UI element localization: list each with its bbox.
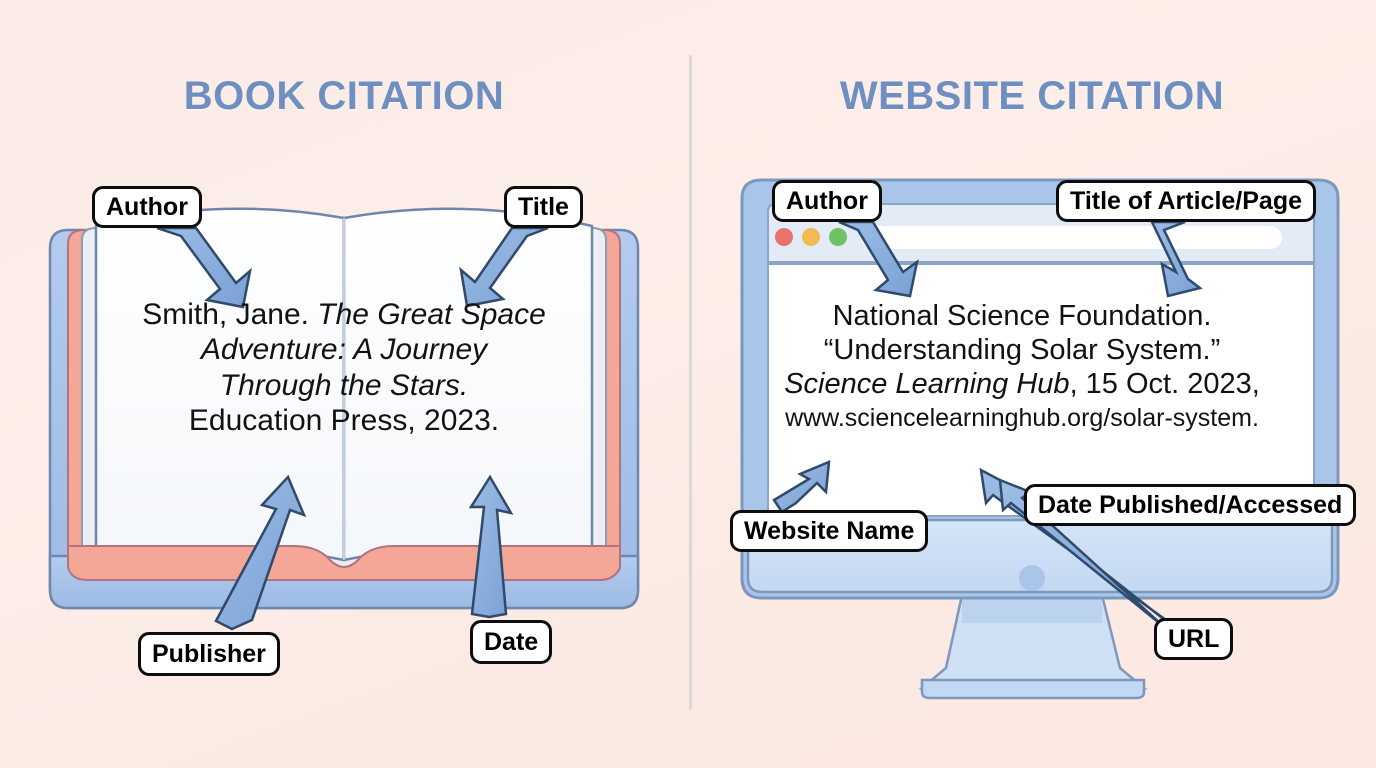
monitor-power-indicator: [1019, 565, 1045, 591]
site-author-text: National Science Foundation.: [832, 300, 1212, 332]
label-publisher-book[interactable]: Publisher: [138, 632, 280, 676]
site-website-name-text: Science Learning Hub: [784, 368, 1070, 401]
arrow-title-book: [459, 226, 549, 308]
site-date-text: , 15 Oct. 2023,: [1069, 368, 1260, 401]
arrow-title-site: [1150, 220, 1203, 298]
arrow-author-book: [156, 226, 252, 309]
book-publisher-date-text: Education Press, 2023.: [188, 404, 500, 438]
label-website-name[interactable]: Website Name: [730, 510, 929, 552]
website-panel-title: WEBSITE CITATION: [839, 74, 1225, 118]
panel-divider: [689, 55, 692, 710]
book-spine: [48, 545, 640, 610]
label-author-website[interactable]: Author: [772, 180, 882, 222]
arrow-website-name: [772, 460, 831, 514]
book-title-text-3: Through the Stars.: [219, 368, 469, 402]
book-title-text-2: Adventure: A Journey: [200, 333, 488, 367]
arrow-author-site: [838, 220, 919, 298]
arrow-publisher-book: [214, 474, 307, 631]
browser-close-dot: [775, 228, 793, 246]
monitor-stand: [918, 593, 1148, 700]
website-citation-text: National Science Foundation. “Understand…: [762, 299, 1282, 433]
site-url-text: www.sciencelearninghub.org/solar-system.: [785, 403, 1259, 432]
browser-url-bar: [862, 226, 1282, 249]
book-author-text: Smith, Jane.: [142, 298, 318, 331]
label-author-book[interactable]: Author: [92, 186, 202, 228]
label-date-published-accessed[interactable]: Date Published/Accessed: [1024, 484, 1357, 526]
label-title-of-article-page[interactable]: Title of Article/Page: [1056, 180, 1317, 222]
book-panel-title: BOOK CITATION: [183, 74, 505, 118]
label-url[interactable]: URL: [1154, 618, 1234, 660]
browser-minimize-dot: [802, 228, 820, 246]
label-date-book[interactable]: Date: [470, 620, 553, 664]
arrow-date-book: [468, 474, 514, 619]
book-title-text-1: The Great Space: [317, 298, 546, 331]
site-article-title-text: “Understanding Solar System.”: [823, 334, 1221, 367]
label-title-book[interactable]: Title: [504, 186, 583, 228]
book-citation-text: Smith, Jane. The Great Space Adventure: …: [108, 297, 580, 439]
browser-maximize-dot: [829, 228, 847, 246]
